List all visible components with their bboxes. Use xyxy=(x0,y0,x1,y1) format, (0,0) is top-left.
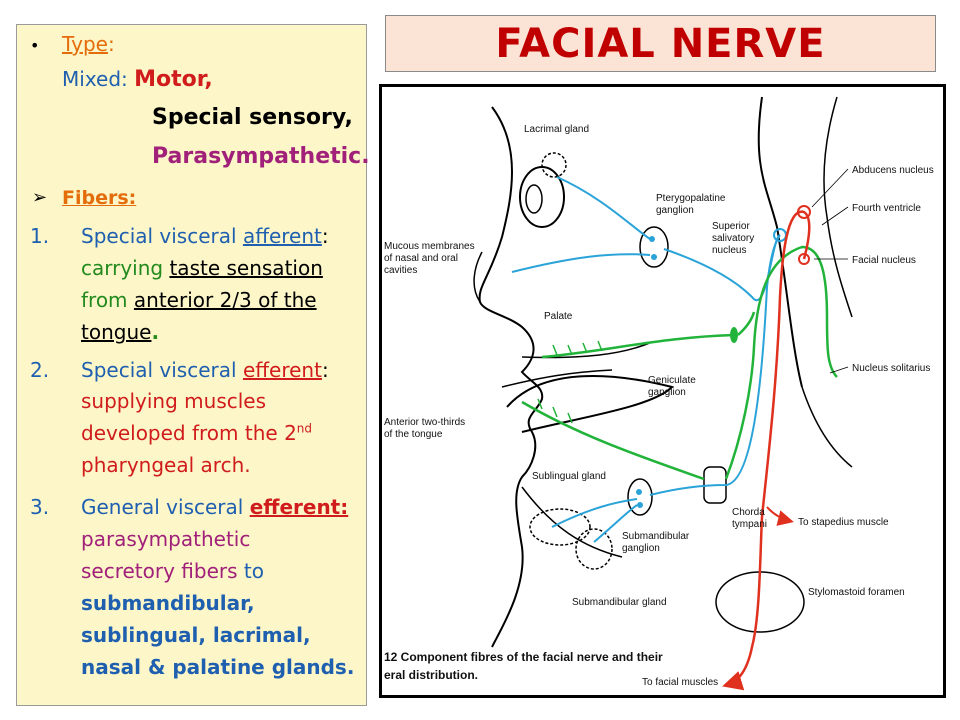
blue-fiber-chorda xyxy=(649,234,781,496)
label-pterygopalatine-2: ganglion xyxy=(656,205,694,216)
label-superior-3: nucleus xyxy=(712,245,746,256)
submandibular-gland-shape xyxy=(575,528,613,570)
blue-fiber-mucous xyxy=(511,253,651,273)
label-geniculate-1: Geniculate xyxy=(648,375,696,386)
type-heading: Type: xyxy=(62,32,115,56)
item-3-line-6: nasal & palatine glands. xyxy=(81,655,355,679)
label-mucous-1: Mucous membranes xyxy=(384,241,475,252)
parasympathetic-label: Parasympathetic. xyxy=(152,144,370,169)
label-anterior-1: Anterior two-thirds xyxy=(384,417,465,428)
label-geniculate-2: ganglion xyxy=(648,387,686,398)
blue-fiber-lacrimal xyxy=(556,176,651,240)
label-submandibular-ganglion-1: Submandibular xyxy=(622,531,690,542)
label-palate: Palate xyxy=(544,311,573,322)
item-1-line-1: Special visceral afferent: xyxy=(81,224,329,248)
label-abducens-nucleus: Abducens nucleus xyxy=(852,165,934,176)
label-sublingual-gland: Sublingual gland xyxy=(532,471,606,482)
label-anterior-2: of the tongue xyxy=(384,429,443,440)
blue-fiber-submandibular xyxy=(593,504,638,543)
facial-nucleus-shape xyxy=(798,253,810,265)
label-chorda-1: Chorda xyxy=(732,507,765,518)
title-box: FACIAL NERVE xyxy=(385,15,936,72)
label-nucleus-solitarius: Nucleus solitarius xyxy=(852,363,930,374)
red-fiber-motor xyxy=(722,210,811,691)
pterygopalatine-ganglion-shape xyxy=(639,226,669,268)
item-3-line-5: sublingual, lacrimal, xyxy=(81,623,311,647)
sublingual-gland-shape xyxy=(529,508,591,546)
label-facial-nucleus: Facial nucleus xyxy=(852,255,916,266)
label-submandibular-gland: Submandibular gland xyxy=(572,597,667,608)
item-3-line-1: General visceral efferent: xyxy=(81,495,349,519)
motor-label: Motor, xyxy=(134,67,213,92)
label-superior-1: Superior xyxy=(712,221,750,232)
item-2-line-4: pharyngeal arch. xyxy=(81,453,251,477)
label-mucous-2: of nasal and oral xyxy=(384,253,458,264)
description-panel xyxy=(16,24,367,706)
type-label: Type xyxy=(62,32,108,56)
item-3-line-4: submandibular, xyxy=(81,591,255,615)
diagram-svg: Lacrimal gland Pterygopalatine ganglion … xyxy=(384,96,934,691)
blue-fiber-sublingual xyxy=(551,498,638,528)
green-fiber-main xyxy=(724,245,838,480)
jaw-outline xyxy=(521,486,623,558)
green-fiber-palate xyxy=(541,333,735,359)
label-to-facial-muscles: To facial muscles xyxy=(642,677,718,688)
head-outline xyxy=(478,106,544,648)
caption-line-1: 12 Component fibres of the facial nerve … xyxy=(384,650,663,664)
special-sensory-label: Special sensory, xyxy=(152,105,353,130)
item-1-line-4: tongue. xyxy=(81,320,160,344)
palate-shape xyxy=(521,341,653,359)
fibers-heading: Fibers: xyxy=(62,187,137,209)
label-pterygopalatine-1: Pterygopalatine xyxy=(656,193,726,204)
item-2-number: 2. xyxy=(30,358,50,382)
item-2-line-2: supplying muscles xyxy=(81,389,267,413)
item-3-line-3: secretory fibers to xyxy=(81,559,264,583)
facial-nerve-diagram: Lacrimal gland Pterygopalatine ganglion … xyxy=(379,84,946,698)
item-1-line-3: from anterior 2/3 of the xyxy=(81,288,317,312)
label-mucous-3: cavities xyxy=(384,265,417,276)
tongue-shape xyxy=(506,374,674,433)
item-2-line-1: Special visceral efferent: xyxy=(81,358,329,382)
label-lacrimal-gland: Lacrimal gland xyxy=(524,124,589,135)
item-2-line-3: developed from the 2nd xyxy=(81,421,313,445)
label-to-stapedius: To stapedius muscle xyxy=(798,517,889,528)
item-1-number: 1. xyxy=(30,224,50,248)
item-3-number: 3. xyxy=(30,495,50,519)
red-fiber-stapedius xyxy=(766,506,794,526)
lacrimal-gland-shape xyxy=(541,152,567,178)
type-line-mixed: Mixed: Motor, xyxy=(62,67,213,92)
caption-line-2: eral distribution. xyxy=(384,668,478,682)
label-stylomastoid: Stylomastoid foramen xyxy=(808,587,905,598)
item-3-line-2: parasympathetic xyxy=(81,527,251,551)
brainstem-outline xyxy=(757,96,803,388)
arrow-bullet-icon: ➢ xyxy=(32,187,48,208)
label-superior-2: salivatory xyxy=(712,233,754,244)
submandibular-ganglion-shape xyxy=(627,478,653,516)
nose-detail xyxy=(473,251,483,303)
bullet-icon: • xyxy=(30,36,40,55)
green-fiber-tongue xyxy=(521,400,705,481)
label-submandibular-ganglion-2: ganglion xyxy=(622,543,660,554)
label-fourth-ventricle: Fourth ventricle xyxy=(852,203,921,214)
label-chorda-2: tympani xyxy=(732,519,767,530)
page-title: FACIAL NERVE xyxy=(495,20,826,67)
item-1-line-2: carrying taste sensation xyxy=(81,256,323,280)
